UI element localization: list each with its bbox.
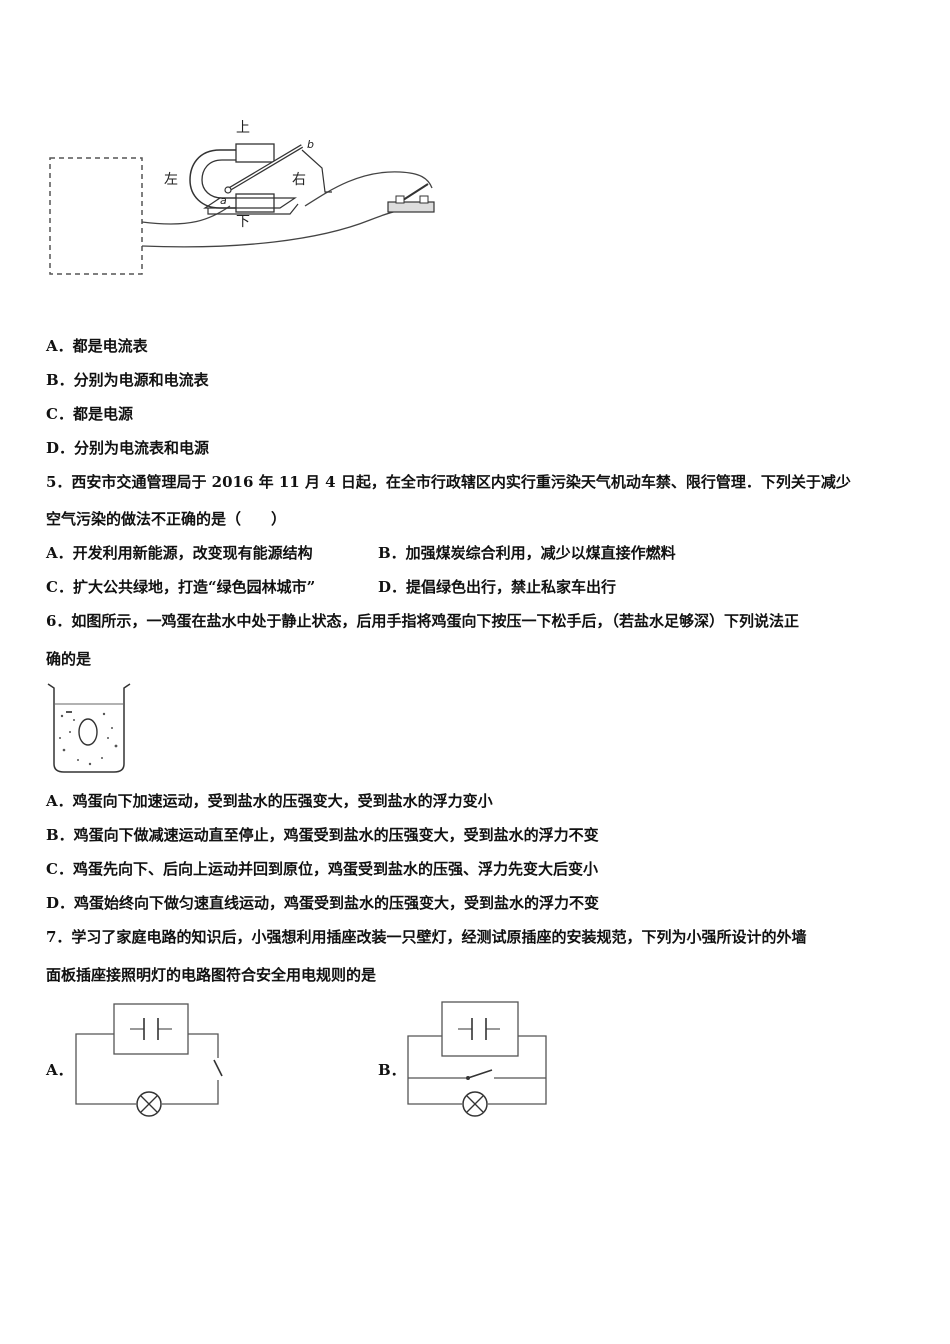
q5-option-a: A．开发利用新能源，改变现有能源结构 (46, 544, 313, 562)
beaker-figure (44, 680, 134, 776)
q5-stem-line2: 空气污染的做法不正确的是（ ） (46, 510, 287, 528)
q5-stem-line1: 5．西安市交通管理局于 2016 年 11 月 4 日起，在全市行政辖区内实行重… (46, 473, 851, 491)
switch-icon (213, 1059, 223, 1077)
q7-option-b-label: B． (378, 1061, 406, 1079)
magnet-apparatus-figure: 上 下 左 右 a b (40, 110, 460, 290)
label-b: b (307, 138, 314, 151)
q7-stem-line1: 7．学习了家庭电路的知识后，小强想利用插座改装一只壁灯，经测试原插座的安装规范，… (46, 928, 807, 946)
q4-option-c: C．都是电源 (46, 405, 133, 423)
label-down: 下 (236, 214, 250, 230)
socket-box (113, 1003, 189, 1055)
q6-stem-line1: 6．如图所示，一鸡蛋在盐水中处于静止状态，后用手指将鸡蛋向下按压一下松手后，（若… (46, 612, 799, 630)
q6-option-d: D．鸡蛋始终向下做匀速直线运动，鸡蛋受到盐水的压强变大，受到盐水的浮力不变 (46, 894, 600, 912)
label-a: a (220, 194, 227, 207)
egg-icon (78, 718, 98, 746)
q4-option-a: A．都是电流表 (46, 337, 148, 355)
circuit-b-figure (402, 998, 562, 1118)
label-up: 上 (236, 120, 250, 136)
q5-option-c: C．扩大公共绿地，打造“绿色园林城市” (46, 578, 316, 596)
q6-option-c: C．鸡蛋先向下、后向上运动并回到原位，鸡蛋受到盐水的压强、浮力先变大后变小 (46, 860, 598, 878)
q4-option-b: B．分别为电源和电流表 (46, 371, 209, 389)
q6-stem-line2: 确的是 (46, 650, 92, 668)
dashed-box (49, 157, 143, 275)
switch-icon (467, 1069, 493, 1079)
q7-option-a-label: A． (46, 1061, 73, 1079)
q6-option-a: A．鸡蛋向下加速运动，受到盐水的压强变大，受到盐水的浮力变小 (46, 792, 493, 810)
q5-option-b: B．加强煤炭综合利用，减少以煤直接作燃料 (378, 544, 676, 562)
label-left: 左 (164, 172, 178, 188)
circuit-a-figure (70, 998, 230, 1118)
q4-option-d: D．分别为电流表和电源 (46, 439, 210, 457)
q5-option-d: D．提倡绿色出行，禁止私家车出行 (378, 578, 617, 596)
label-right: 右 (292, 172, 306, 188)
q6-option-b: B．鸡蛋向下做减速运动直至停止，鸡蛋受到盐水的压强变大，受到盐水的浮力不变 (46, 826, 599, 844)
switch-base (387, 201, 435, 213)
q7-stem-line2: 面板插座接照明灯的电路图符合安全用电规则的是 (46, 966, 377, 984)
socket-box (441, 1001, 519, 1057)
